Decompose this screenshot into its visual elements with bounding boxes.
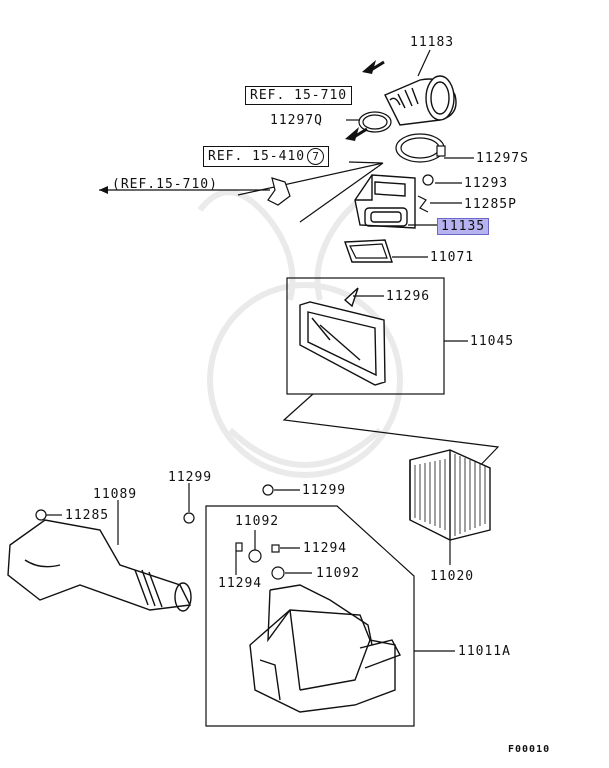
label-11297Q: 11297Q	[270, 113, 323, 128]
label-11071: 11071	[430, 250, 475, 265]
clamp-11297Q	[358, 111, 392, 133]
arrows	[99, 60, 385, 194]
label-11089: 11089	[93, 487, 138, 502]
grommet-11092a	[248, 549, 262, 563]
label-11135-highlighted[interactable]: 11135	[437, 218, 490, 235]
hose-11183	[384, 75, 457, 126]
label-11296: 11296	[386, 289, 431, 304]
label-11297S: 11297S	[476, 151, 529, 166]
box-frame-11045	[286, 277, 445, 395]
nut-11294b	[271, 544, 280, 553]
arrow-ref3	[99, 186, 108, 194]
label-11020: 11020	[430, 569, 475, 584]
screw-11293	[422, 174, 434, 186]
label-11092-b: 11092	[316, 566, 361, 581]
clip-11285	[35, 509, 47, 521]
ref-15-710-paren[interactable]: (REF.15-710)	[112, 177, 218, 192]
label-11294-b: 11294	[218, 576, 263, 591]
clip-11285P	[417, 195, 429, 213]
label-11011A: 11011A	[458, 644, 511, 659]
leader-11183	[417, 49, 431, 77]
clamp-11297S	[395, 133, 446, 163]
label-11285P: 11285P	[464, 197, 517, 212]
ref-15-410-text: REF. 15-410	[208, 149, 306, 164]
filter-element-11020	[409, 449, 491, 541]
housing-11011A	[249, 584, 401, 713]
label-11293: 11293	[464, 176, 509, 191]
nut-11294a	[235, 542, 243, 552]
filter-case-11045	[299, 287, 386, 386]
bracket-part	[267, 177, 291, 206]
label-11285: 11285	[65, 508, 110, 523]
label-11045: 11045	[470, 334, 515, 349]
figure-code: F00010	[508, 744, 551, 755]
bolt-11299-b	[262, 484, 274, 496]
duct-11089	[7, 519, 192, 612]
sensor-11135	[354, 174, 416, 229]
label-11299-b: 11299	[302, 483, 347, 498]
label-11294-a: 11294	[303, 541, 348, 556]
label-11183: 11183	[410, 35, 455, 50]
ref-circle-7: 7	[307, 148, 325, 165]
label-11299-a: 11299	[168, 470, 213, 485]
expand-lines	[282, 393, 500, 475]
bolt-11299-a	[183, 505, 195, 524]
ref-15-710[interactable]: REF. 15-710	[245, 86, 353, 105]
grommet-11092b	[271, 566, 285, 580]
label-11092-a: 11092	[235, 514, 280, 529]
